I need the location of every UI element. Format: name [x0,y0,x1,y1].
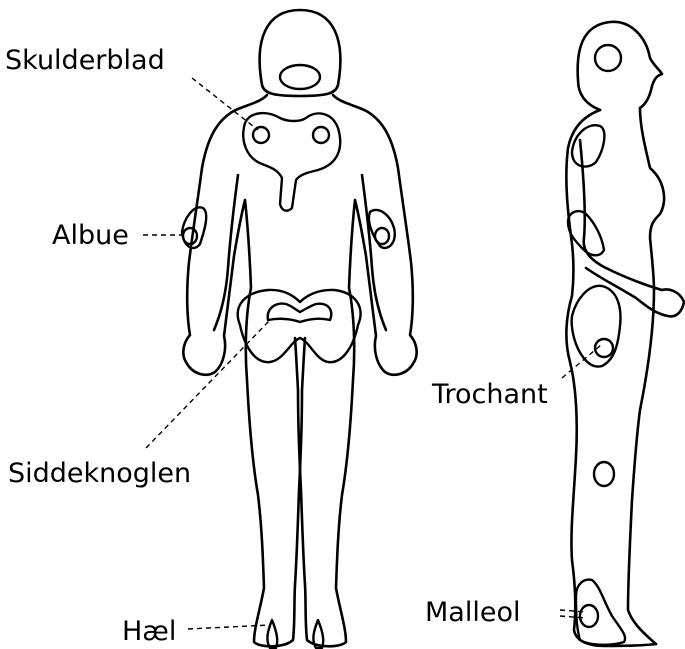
side-back-line [566,110,656,646]
back-view-figure [182,10,417,648]
label-hael: Hæl [122,616,176,647]
shoulder-blade-point-left [253,127,269,143]
malleolus-zone [576,580,625,645]
head-point [595,45,621,71]
leader-malleol-2 [560,616,586,618]
leader-lines [143,78,601,629]
sitting-bone-pad [268,304,331,322]
label-trochant: Trochant [431,379,548,410]
label-malleol: Malleol [425,597,520,628]
heel-zone-right [313,620,323,648]
malleolus-point [580,605,598,627]
shoulder-blade-point-right [313,127,329,143]
side-front-line [628,108,664,644]
knee-point [594,462,614,486]
trochanter-zone [572,286,621,367]
sitting-bone-zone [238,290,361,362]
heel-zone-left [267,620,277,648]
back-head-pad [280,65,320,89]
side-head [578,22,662,110]
label-skulderblad: Skulderblad [5,45,165,76]
back-body-outline-right [295,95,417,646]
back-head [260,10,341,96]
side-shoulder-zone [572,125,604,166]
label-siddeknoglen: Siddeknoglen [8,458,191,489]
elbow-point-left [183,228,197,244]
back-body-outline-left [183,95,305,646]
label-albue: Albue [52,220,129,251]
side-view-figure [566,22,684,646]
leader-hael [188,625,270,629]
elbow-point-right [375,228,389,244]
